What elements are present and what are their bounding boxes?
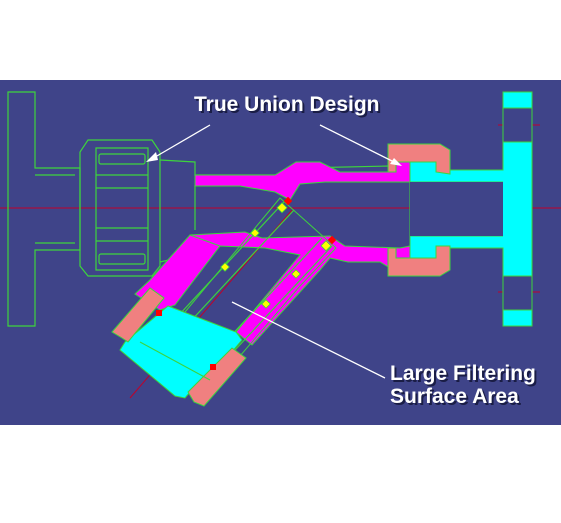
centerlines	[0, 124, 561, 399]
left-flange	[7, 91, 81, 327]
left-union-nut	[79, 139, 161, 277]
y-strainer-cross-section	[0, 91, 561, 407]
right-end-connector	[409, 91, 533, 327]
leader-lines	[149, 124, 399, 379]
filter-callout-line-2: Surface Area	[390, 384, 519, 408]
filter-callout-line-1: Large Filtering	[390, 362, 536, 385]
true-union-design-callout: True Union Design	[194, 93, 380, 116]
diagram-panel: True Union Design Large Filtering Surfac…	[0, 80, 561, 425]
strainer-cap	[111, 287, 247, 407]
large-filtering-surface-callout: Large Filtering Surface Area	[390, 362, 536, 408]
leader-arrowheads	[146, 152, 402, 166]
